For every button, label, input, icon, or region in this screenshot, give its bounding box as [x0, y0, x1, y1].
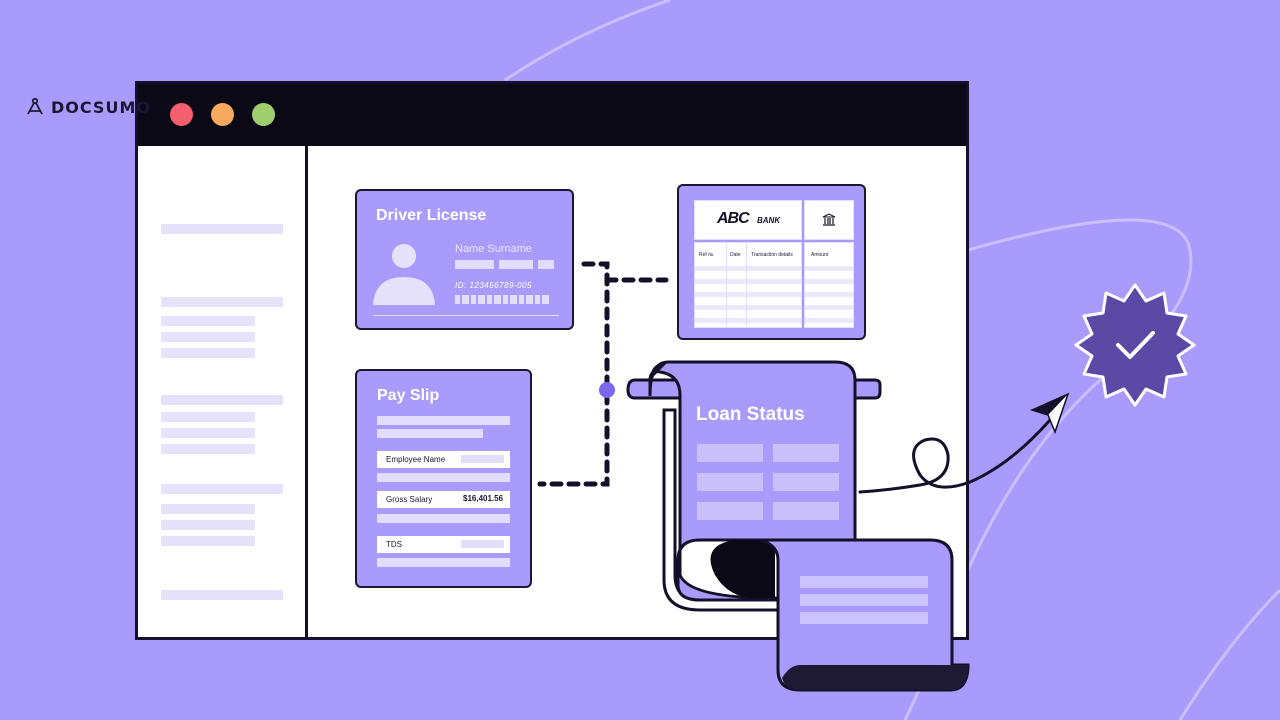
column-header: Date: [730, 252, 741, 258]
maximize-window-button[interactable]: [252, 103, 275, 126]
docsumo-logo-icon: [27, 97, 43, 115]
sidebar-subitem[interactable]: [161, 316, 255, 326]
driver-license-card[interactable]: Driver License Name Surname ID: 12345678…: [355, 189, 574, 330]
close-window-button[interactable]: [170, 103, 193, 126]
minimize-window-button[interactable]: [211, 103, 234, 126]
column-header: Ref №: [699, 252, 714, 258]
gross-salary-label: Gross Salary: [386, 495, 433, 504]
sidebar-subitem[interactable]: [161, 428, 255, 438]
sidebar-subitem[interactable]: [161, 504, 255, 514]
sidebar-item[interactable]: [161, 297, 283, 307]
employee-name-label: Employee Name: [386, 455, 446, 464]
abc-logo: ABC: [717, 210, 750, 227]
bank-icon: [822, 213, 836, 226]
tds-field: TDS: [377, 536, 510, 553]
connector-node: [599, 382, 615, 398]
docsumo-logo[interactable]: DOCSUMO: [25, 97, 151, 117]
sidebar-item[interactable]: [161, 224, 283, 234]
bank-logo-box: ABC BANK: [694, 200, 802, 240]
sidebar-subitem[interactable]: [161, 348, 255, 358]
pay-slip-card[interactable]: Pay Slip Employee Name Gross Salary $16,…: [355, 369, 532, 588]
sidebar-subitem[interactable]: [161, 520, 255, 530]
verified-badge-icon: [1074, 283, 1196, 407]
sidebar-item[interactable]: [161, 484, 283, 494]
card-title: Pay Slip: [377, 387, 440, 404]
sidebar-subitem[interactable]: [161, 444, 255, 454]
sidebar-subitem[interactable]: [161, 332, 255, 342]
license-id: ID: 123456789-005: [455, 281, 532, 290]
transactions-table: Ref № Date Transaction details: [694, 242, 802, 328]
license-name: Name Surname: [455, 243, 533, 255]
card-title: Driver License: [376, 207, 487, 224]
sidebar: [138, 146, 308, 637]
gross-salary-value: $16,401.56: [463, 494, 504, 503]
window-titlebar: [138, 84, 966, 146]
amount-column: Amount: [804, 242, 854, 328]
sidebar-subitem[interactable]: [161, 412, 255, 422]
employee-name-field: Employee Name: [377, 451, 510, 468]
bank-label: BANK: [757, 216, 781, 225]
logo-text: DOCSUMO: [51, 97, 151, 117]
sidebar-item[interactable]: [161, 395, 283, 405]
paper-plane-icon: [1029, 392, 1070, 435]
column-header: Amount: [811, 252, 829, 258]
bank-statement-card[interactable]: ABC BANK Ref № Date Transaction details …: [677, 184, 866, 340]
gross-salary-field: Gross Salary $16,401.56: [377, 491, 510, 508]
user-avatar-icon: [373, 244, 435, 305]
sidebar-item[interactable]: [161, 590, 283, 600]
loan-status-title: Loan Status: [696, 404, 805, 425]
bank-icon-box: [804, 200, 854, 240]
column-header: Transaction details: [751, 252, 793, 258]
barcode: [455, 295, 550, 304]
tds-label: TDS: [386, 540, 402, 549]
sidebar-subitem[interactable]: [161, 536, 255, 546]
verified-check-icon: [1116, 331, 1155, 359]
